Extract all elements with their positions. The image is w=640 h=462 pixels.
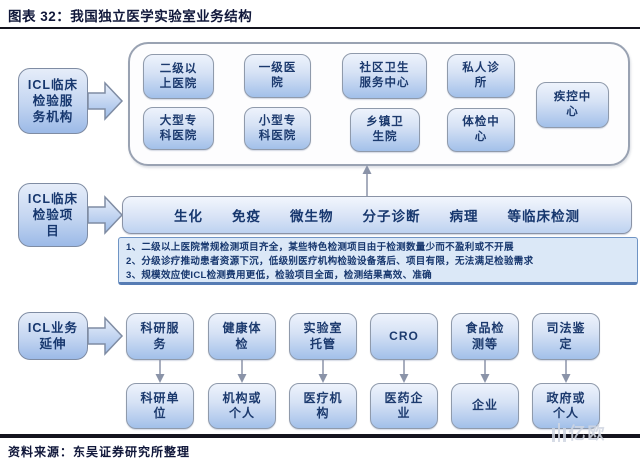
icl-extension-label-group: ICL业务延伸: [18, 312, 124, 360]
down-arrow-icon: [399, 360, 409, 383]
icl-service-orgs-label-text: ICL临床检验服务机构: [27, 77, 79, 125]
test-items-bar: 生化 免疫 微生物 分子诊断 病理 等临床检测: [122, 196, 632, 234]
icl-service-orgs-label-group: ICL临床检验服务机构: [18, 68, 124, 134]
extension-service-box-food-testing: 食品检测等: [451, 313, 519, 360]
down-arrow-icon: [318, 360, 328, 383]
extension-service-box-health-exam: 健康体检: [208, 313, 276, 360]
block-arrow-right-icon: [88, 316, 124, 356]
org-box-label: 体检中心: [462, 116, 500, 143]
extension-service-label: 健康体检: [222, 321, 262, 351]
org-box-label: 乡镇卫生院: [366, 116, 404, 143]
icl-test-items-label: ICL临床检验项目: [18, 183, 88, 247]
notes-box: 1、二级以上医院常规检测项目齐全，某些特色检测项目由于检测数量少而不盈利或不开展…: [118, 237, 638, 285]
extension-client-label: 科研单位: [140, 390, 180, 420]
org-box-cdc-center: 疾控中心: [536, 82, 609, 128]
block-arrow-right-icon: [88, 81, 124, 121]
block-arrow-right-icon: [88, 195, 124, 235]
extension-service-label: CRO: [389, 328, 419, 343]
org-box-level2-plus-hospital: 二级以上医院: [143, 54, 214, 99]
org-box-private-clinic: 私人诊所: [447, 54, 515, 98]
extension-client-box-gov-or-individual: 政府或个人: [532, 383, 600, 429]
up-arrow-icon: [362, 165, 372, 197]
extension-client-box-pharma-enterprises: 医药企业: [370, 383, 438, 429]
org-box-label: 疾控中心: [553, 91, 592, 118]
org-box-label: 一级医院: [258, 62, 297, 89]
extension-client-label: 机构或个人: [222, 390, 262, 420]
title-rule: [0, 27, 640, 29]
icl-test-items-label-text: ICL临床检验项目: [27, 191, 79, 239]
extension-client-label: 企业: [471, 398, 498, 413]
note-line-1: 1、二级以上医院常规检测项目齐全，某些特色检测项目由于检测数量少而不盈利或不开展: [126, 242, 514, 253]
service-orgs-panel: 二级以上医院 一级医院 社区卫生服务中心 私人诊所 疾控中心 大型专科医院 小型…: [128, 42, 630, 166]
org-box-label: 小型专科医院: [258, 114, 297, 142]
org-box-label: 私人诊所: [462, 62, 500, 89]
org-box-community-health-center: 社区卫生服务中心: [342, 53, 427, 99]
source-line: 资料来源：东吴证券研究所整理: [8, 445, 191, 459]
figure-title: 图表 32：我国独立医学实验室业务结构: [8, 9, 253, 24]
note-line-2: 2、分级诊疗推动患者资源下沉，低级别医疗机构检验设备落后、项目有限，无法满足检验…: [126, 256, 534, 267]
extension-client-box-medical-institutions: 医疗机构: [289, 383, 357, 429]
extension-service-label: 实验室托管: [303, 321, 343, 351]
org-box-label: 大型专科医院: [159, 114, 198, 142]
extension-service-label: 食品检测等: [465, 321, 505, 351]
extension-service-label: 司法鉴定: [546, 321, 586, 351]
extension-client-box-org-or-individual: 机构或个人: [208, 383, 276, 429]
extension-service-box-forensic: 司法鉴定: [532, 313, 600, 360]
down-arrow-icon: [237, 360, 247, 383]
icl-test-items-label-group: ICL临床检验项目: [18, 183, 124, 247]
extension-service-box-cro: CRO: [370, 313, 438, 360]
org-box-large-specialty-hospital: 大型专科医院: [143, 107, 214, 150]
icl-service-orgs-label: ICL临床检验服务机构: [18, 68, 88, 134]
org-box-township-health-center: 乡镇卫生院: [350, 108, 420, 152]
icl-extension-label: ICL业务延伸: [18, 312, 88, 360]
extension-client-label: 政府或个人: [546, 390, 586, 420]
down-arrow-icon: [155, 360, 165, 383]
bottom-rule: [0, 434, 640, 438]
org-box-physical-exam-center: 体检中心: [447, 108, 515, 152]
icl-extension-label-text: ICL业务延伸: [27, 320, 79, 351]
org-box-label: 二级以上医院: [159, 62, 198, 90]
org-box-label: 社区卫生服务中心: [359, 62, 410, 89]
extension-client-box-enterprises: 企业: [451, 383, 519, 429]
extension-service-label: 科研服务: [140, 321, 180, 351]
extension-service-box-lab-hosting: 实验室托管: [289, 313, 357, 360]
extension-client-box-research-units: 科研单位: [126, 383, 194, 429]
down-arrow-icon: [561, 360, 571, 383]
extension-client-label: 医疗机构: [303, 390, 343, 420]
extension-service-box-research: 科研服务: [126, 313, 194, 360]
org-box-small-specialty-hospital: 小型专科医院: [244, 107, 311, 150]
note-line-3: 3、规模效应使ICL检测费用更低，检验项目全面，检测结果高效、准确: [126, 270, 432, 281]
org-box-level1-hospital: 一级医院: [244, 54, 311, 98]
test-items-text: 生化 免疫 微生物 分子诊断 病理 等临床检测: [174, 209, 580, 224]
extension-client-label: 医药企业: [384, 390, 424, 420]
down-arrow-icon: [480, 360, 490, 383]
